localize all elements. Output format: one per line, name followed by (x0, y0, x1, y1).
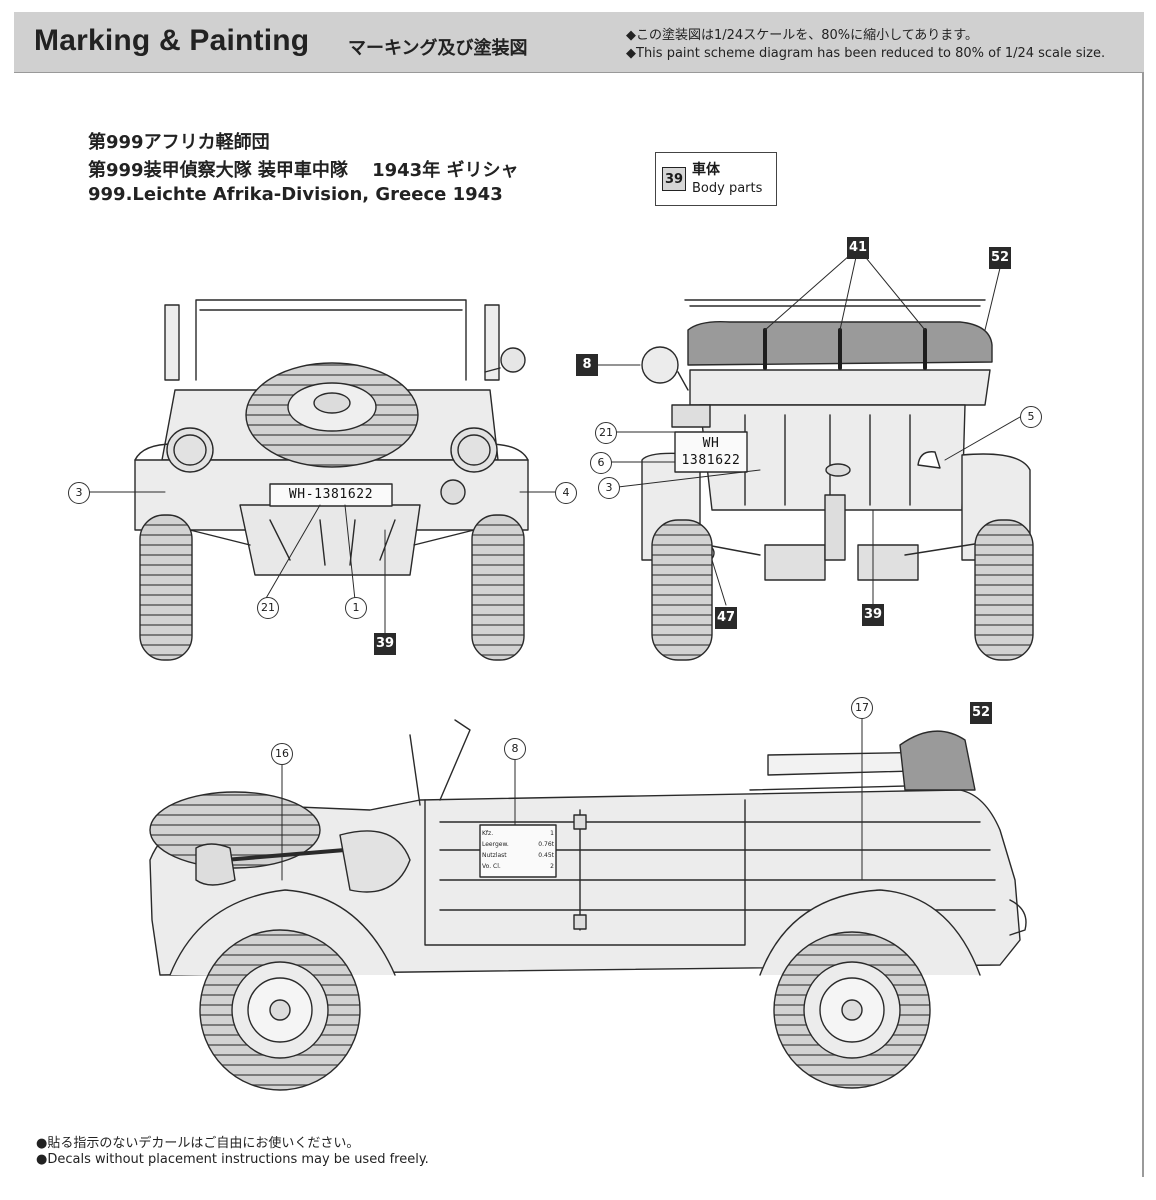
page-title: Marking & Painting (34, 24, 310, 57)
callout-color-39-rear: 39 (862, 604, 884, 626)
callout-color-52-side: 52 (970, 702, 992, 724)
stencil-value: 1 (550, 830, 554, 837)
callout-decal-1-front: 1 (345, 597, 367, 619)
side-stencil-panel: Kfz. 1 Leergew. 0.76t Nutzlast 0.45t Vo. Cl… (482, 828, 554, 872)
rear-license-plate-line2: 1381622 (681, 453, 741, 468)
rear-license-plate-line1: WH (702, 436, 720, 451)
callout-color-39-front: 39 (374, 633, 396, 655)
stencil-key: Nutzlast (482, 852, 507, 859)
footer-note-jp: ●貼る指示のないデカールはご自由にお使いください。 (36, 1136, 360, 1151)
stencil-value: 0.76t (538, 841, 554, 848)
scheme-title-line3: 999.Leichte Afrika-Division, Greece 1943 (88, 184, 503, 205)
page-title-jp: マーキング及び塗装図 (348, 38, 528, 59)
stencil-key: Kfz. (482, 830, 494, 837)
stencil-value: 0.45t (538, 852, 554, 859)
legend-label-en: Body parts (692, 181, 763, 196)
callout-decal-8-side: 8 (504, 738, 526, 760)
legend-label-jp: 車体 (692, 162, 720, 178)
scheme-title-line2: 第999装甲偵察大隊 装甲車中隊 1943年 ギリシャ (88, 160, 519, 181)
callout-decal-5-rear: 5 (1020, 406, 1042, 428)
callout-decal-21-rear: 21 (595, 422, 617, 444)
color-legend: 39 車体 Body parts (655, 152, 777, 206)
stencil-key: Leergew. (482, 841, 509, 848)
scale-note-jp: ◆この塗装図は1/24スケールを、80%に縮小してあります。 (626, 28, 979, 43)
header-band (14, 12, 1144, 73)
callout-color-47-rear: 47 (715, 607, 737, 629)
callout-decal-3-rear: 3 (598, 477, 620, 499)
stencil-value: 2 (550, 863, 554, 870)
scheme-title-line1: 第999アフリカ軽師団 (88, 132, 270, 153)
callout-decal-3-front: 3 (68, 482, 90, 504)
front-license-plate: WH-1381622 (288, 487, 374, 502)
callout-decal-4-front: 4 (555, 482, 577, 504)
callout-color-41-rear: 41 (847, 237, 869, 259)
page-frame-edge (1142, 72, 1144, 1177)
scale-note-en: ◆This paint scheme diagram has been redu… (626, 46, 1106, 61)
rear-view-drawing (641, 299, 1034, 661)
callout-leader-lines (87, 247, 1021, 881)
side-view-drawing (149, 719, 1027, 1091)
footer-note-en: ●Decals without placement instructions m… (36, 1152, 429, 1167)
callout-decal-16-side: 16 (271, 743, 293, 765)
callout-color-8-rear: 8 (576, 354, 598, 376)
callout-decal-17-side: 17 (851, 697, 873, 719)
stencil-row: Leergew. 0.76t (482, 839, 554, 850)
front-view-drawing (134, 299, 529, 661)
callout-color-52-rear: 52 (989, 247, 1011, 269)
callout-decal-21-front: 21 (257, 597, 279, 619)
stencil-row: Kfz. 1 (482, 828, 554, 839)
stencil-key: Vo. Cl. (482, 863, 501, 870)
callout-decal-6-rear: 6 (590, 452, 612, 474)
stencil-row: Nutzlast 0.45t (482, 850, 554, 861)
legend-number: 39 (662, 167, 686, 191)
stencil-row: Vo. Cl. 2 (482, 861, 554, 872)
